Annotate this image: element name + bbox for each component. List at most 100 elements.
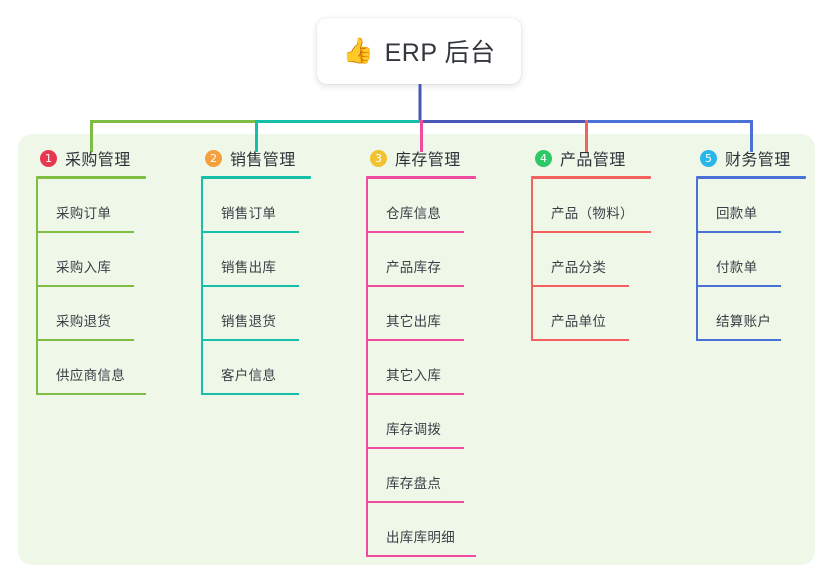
branch-item[interactable]: 结算账户 [696,287,839,341]
item-label: 客户信息 [221,368,277,383]
item-underline [696,339,781,341]
branch-header-rule [366,176,476,179]
item-spine [531,179,533,233]
item-underline [696,231,781,233]
branch-item[interactable]: 产品单位 [531,287,691,341]
item-label: 采购订单 [56,206,112,221]
thumbs-up-icon: 👍 [342,36,374,65]
branch-item[interactable]: 销售退货 [201,287,351,341]
branch-item[interactable]: 回款单 [696,179,839,233]
branch-number-badge: 2 [205,149,222,167]
branch-number-badge: 3 [370,149,387,167]
item-label: 销售订单 [221,206,277,221]
branch-item[interactable]: 产品（物料） [531,179,691,233]
item-label: 供应商信息 [56,368,125,383]
item-spine [201,341,203,395]
item-underline [531,231,651,233]
branch-item[interactable]: 采购订单 [36,179,186,233]
item-underline [36,285,134,287]
item-spine [531,287,533,341]
branch-item[interactable]: 客户信息 [201,341,351,395]
branch-item[interactable]: 付款单 [696,233,839,287]
branch-item[interactable]: 其它出库 [366,287,516,341]
item-label: 销售出库 [221,260,277,275]
root-stem-line [418,84,422,123]
item-underline [201,231,299,233]
item-spine [36,341,38,395]
item-label: 库存盘点 [386,476,442,491]
item-label: 结算账户 [716,314,772,329]
branch-item-list: 产品（物料） 产品分类产品单位 [531,179,691,341]
item-label: 产品分类 [551,260,607,275]
item-underline [531,285,629,287]
item-label: 出库库明细 [386,530,455,545]
branch-header-rule [201,176,311,179]
item-label: 采购退货 [56,314,112,329]
branch-item[interactable]: 库存盘点 [366,449,516,503]
item-spine [36,179,38,233]
branch-item[interactable]: 销售出库 [201,233,351,287]
item-underline [201,339,299,341]
root-node-content: 👍 ERP 后台 [342,33,495,69]
item-underline [366,555,476,557]
branch-item[interactable]: 销售订单 [201,179,351,233]
branch-item[interactable]: 供应商信息 [36,341,186,395]
item-underline [366,285,464,287]
item-spine [36,233,38,287]
root-node-card[interactable]: 👍 ERP 后台 [317,18,521,84]
item-spine [366,287,368,341]
item-spine [366,233,368,287]
branch-title: 采购管理 [65,152,131,169]
item-spine [696,233,698,287]
item-underline [36,339,134,341]
item-underline [201,285,299,287]
branch-item[interactable]: 其它入库 [366,341,516,395]
branch-item[interactable]: 库存调拨 [366,395,516,449]
item-label: 库存调拨 [386,422,442,437]
branch-item-list: 销售订单销售出库销售退货客户信息 [201,179,351,395]
bus-segment-1 [90,120,258,123]
branch-item[interactable]: 采购退货 [36,287,186,341]
branch-header-rule [36,176,146,179]
item-spine [696,179,698,233]
item-label: 产品库存 [386,260,442,275]
branch-header-rule [531,176,651,179]
bus-segment-2 [255,120,423,123]
branch-column-5: 5 财务管理回款单付款单结算账户 [696,146,839,341]
branch-header-5[interactable]: 5 财务管理 [696,146,839,170]
item-spine [366,449,368,503]
branch-item[interactable]: 产品库存 [366,233,516,287]
branch-title: 产品管理 [560,152,626,169]
item-underline [531,339,629,341]
branch-item[interactable]: 出库库明细 [366,503,516,557]
branch-item-list: 仓库信息产品库存其它出库其它入库库存调拨库存盘点出库库明细 [366,179,516,557]
item-label: 回款单 [716,206,758,221]
item-underline [36,231,134,233]
item-underline [696,285,781,287]
item-spine [531,233,533,287]
branch-title: 库存管理 [395,152,461,169]
item-spine [36,287,38,341]
branch-number-badge: 5 [700,149,717,167]
item-spine [201,287,203,341]
branch-item[interactable]: 仓库信息 [366,179,516,233]
item-spine [366,179,368,233]
branch-title: 财务管理 [725,152,791,169]
branches-panel [18,134,815,565]
item-underline [201,393,299,395]
branch-header-3[interactable]: 3 库存管理 [366,146,516,170]
root-node-title: ERP 后台 [384,39,496,67]
item-label: 产品单位 [551,314,607,329]
item-underline [366,339,464,341]
item-spine [366,503,368,557]
branch-column-3: 3 库存管理仓库信息产品库存其它出库其它入库库存调拨库存盘点出库库明细 [366,146,516,557]
item-spine [696,287,698,341]
branch-item[interactable]: 产品分类 [531,233,691,287]
branch-item[interactable]: 采购入库 [36,233,186,287]
branch-header-rule [696,176,806,179]
